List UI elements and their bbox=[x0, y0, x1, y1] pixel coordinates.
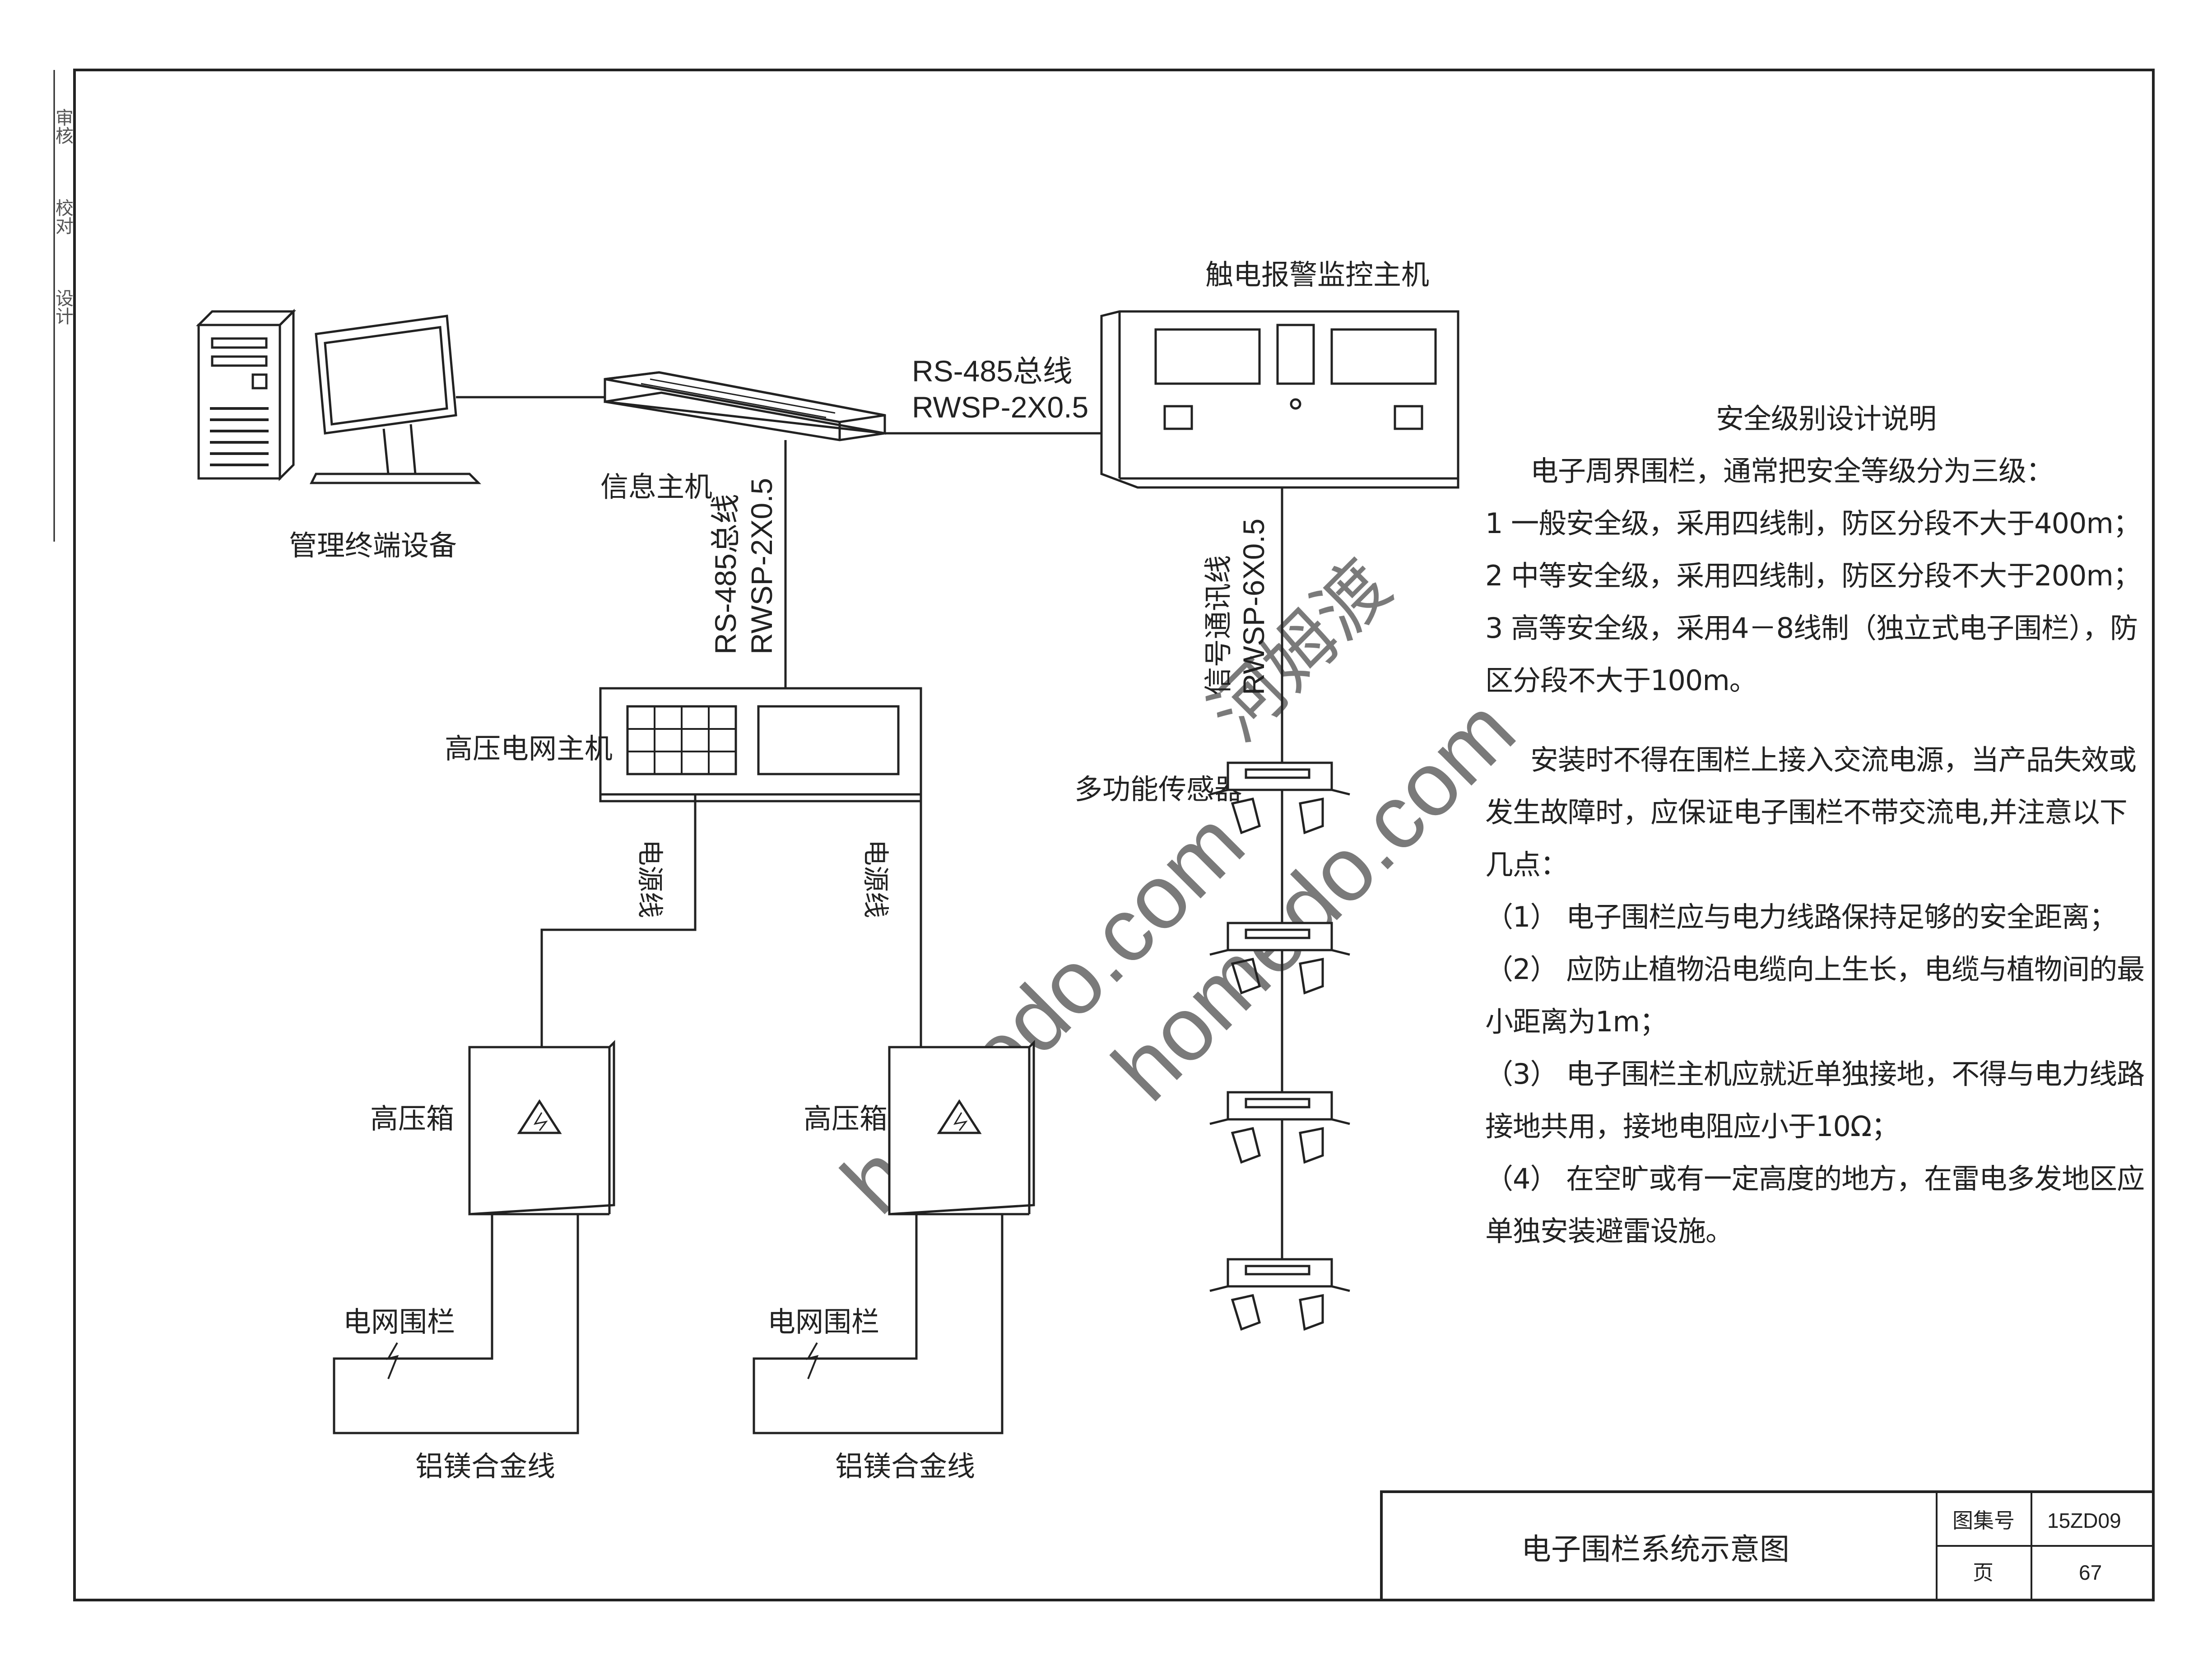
power-line-label-2: 电源线 bbox=[860, 840, 891, 918]
notes-level-3: 3 高等安全级，采用4－8线制（独立式电子围栏），防区分段不大于100m。 bbox=[1485, 612, 2138, 697]
hv-box-1-icon bbox=[468, 1039, 615, 1215]
margin-proofread: 校对 bbox=[52, 199, 73, 235]
drawing-frame bbox=[73, 69, 2155, 1601]
notes-intro: 电子周界围栏，通常把安全等级分为三级： bbox=[1530, 455, 2054, 487]
power-line-1 bbox=[540, 794, 697, 1047]
notes-item-2: （2） 应防止植物沿电缆向上生长，电缆与植物间的最小距离为1m； bbox=[1485, 953, 2145, 1038]
alarm-host-label: 触电报警监控主机 bbox=[1205, 258, 1429, 291]
notes-level-2: 2 中等安全级，采用四线制，防区分段不大于200m； bbox=[1485, 559, 2141, 592]
fence-circuit-1 bbox=[333, 1214, 579, 1434]
alloy-label-1: 铝镁合金线 bbox=[415, 1450, 555, 1483]
sensor-4 bbox=[1209, 1258, 1350, 1331]
sensor-3 bbox=[1209, 1091, 1350, 1164]
sensor-1 bbox=[1209, 761, 1350, 835]
notes-title: 安全级别设计说明 bbox=[1715, 402, 1937, 435]
hv-box-label-2: 高压箱 bbox=[804, 1102, 888, 1135]
fence-circuit-2 bbox=[753, 1214, 1004, 1434]
rs485-top-label-1: RS-485总线 bbox=[912, 354, 1073, 388]
signal-label-2: RWSP-6X0.5 bbox=[1237, 519, 1270, 695]
management-terminal-label: 管理终端设备 bbox=[289, 529, 457, 562]
signal-label-1: 信号通讯线 bbox=[1202, 555, 1235, 695]
atlas-number: 15ZD09 bbox=[2047, 1509, 2121, 1532]
notes-item-1: （1） 电子围栏应与电力线路保持足够的安全距离； bbox=[1485, 900, 2117, 933]
rs485-vert-label-2: RWSP-2X0.5 bbox=[745, 478, 778, 654]
rs485-vert-label-1: RS-485总线 bbox=[709, 494, 742, 654]
margin-review: 审核 bbox=[52, 108, 73, 144]
power-line-label-1: 电源线 bbox=[635, 840, 665, 918]
notes-install: 安装时不得在围栏上接入交流电源，当产品失效或发生故障时，应保证电子围栏不带交流电… bbox=[1485, 743, 2137, 881]
info-host-icon bbox=[604, 371, 886, 441]
rs485-top-label-2: RWSP-2X0.5 bbox=[912, 390, 1088, 424]
sensor-2 bbox=[1209, 922, 1350, 995]
title-block bbox=[1380, 1490, 2155, 1601]
management-terminal-icon bbox=[195, 308, 482, 484]
notes-item-4: （4） 在空旷或有一定高度的地方，在雷电多发地区应单独安装避雷设施。 bbox=[1485, 1162, 2145, 1248]
drawing-title: 电子围栏系统示意图 bbox=[1521, 1532, 1789, 1567]
margin-signature-strip: 审核 校对 设计 bbox=[50, 108, 77, 379]
notes-item-3: （3） 电子围栏主机应就近单独接地，不得与电力线路接地共用，接地电阻应小于10Ω… bbox=[1485, 1058, 2145, 1143]
hv-box-2-icon bbox=[888, 1039, 1035, 1215]
fence-label-1: 电网围栏 bbox=[343, 1305, 455, 1338]
fence-label-2: 电网围栏 bbox=[767, 1305, 879, 1338]
design-notes: 安全级别设计说明 电子周界围栏，通常把安全等级分为三级： 1 一般安全级，采用四… bbox=[1485, 393, 2149, 1257]
alloy-label-2: 铝镁合金线 bbox=[835, 1450, 975, 1483]
hv-host-icon bbox=[599, 687, 922, 803]
notes-level-1: 1 一般安全级，采用四线制，防区分段不大于400m； bbox=[1485, 507, 2141, 540]
sensor-label: 多功能传感器 bbox=[1074, 773, 1242, 806]
info-host-label: 信息主机 bbox=[600, 470, 712, 503]
page-number: 67 bbox=[2079, 1561, 2102, 1584]
alarm-host-icon bbox=[1100, 310, 1459, 489]
page-label: 页 bbox=[1973, 1560, 1994, 1585]
atlas-label: 图集号 bbox=[1952, 1508, 2015, 1533]
hv-box-label-1: 高压箱 bbox=[370, 1102, 454, 1135]
margin-design: 设计 bbox=[52, 289, 73, 325]
hv-host-label: 高压电网主机 bbox=[445, 732, 613, 765]
sensor-icons bbox=[1209, 761, 1350, 1331]
